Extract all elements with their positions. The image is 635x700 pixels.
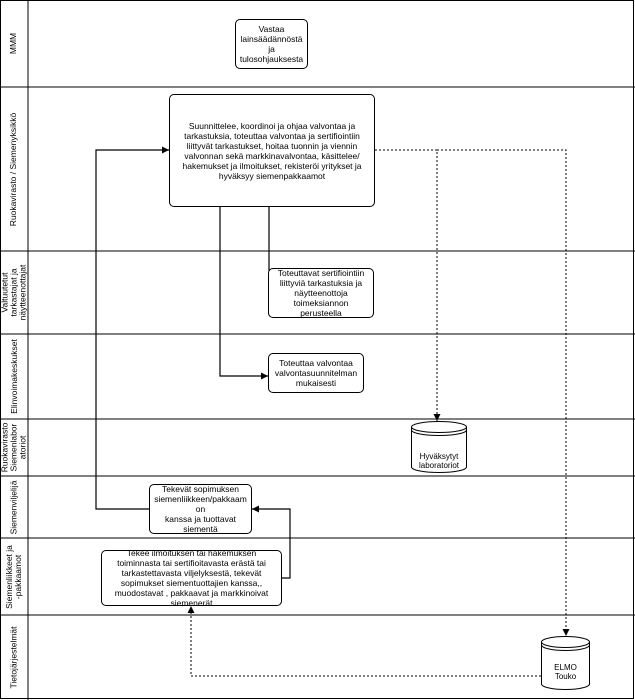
lane-label-ruokavirasto: Ruokavirasto / Siemenyksikkö	[8, 112, 19, 226]
lane-label-tietojarjestelmat: Tietojärjestelmät	[8, 626, 19, 689]
elmo-label: ELMO Touko	[554, 663, 577, 681]
elmo-database: ELMO Touko	[541, 636, 590, 690]
connector-viljelija-to-ruokavirasto	[95, 146, 169, 510]
viljelija-box: Tekevät sopimuksen siemenliikkeen/pakkaa…	[149, 484, 252, 534]
lane-label-siemenliikkeet: Siemenliikkeet ja -pakkaamot	[4, 544, 23, 609]
lane-label-laboratoriot: Ruokavirasto Siemenlabor atoriot	[0, 422, 28, 473]
elinvoima-box: Toteuttaa valvontaa valvontasuunnitelman…	[268, 353, 364, 393]
mmm-box: Vastaa lainsäädännöstä ja tulosohjaukses…	[235, 19, 308, 69]
lane-label-elinvoimakeskukset: Elinvoimakeskukset	[8, 339, 19, 414]
valtuutetut-box: Toteuttavat sertifiointiin liittyviä tar…	[268, 268, 374, 318]
connector-ruokavirasto-elmo	[437, 149, 570, 636]
laboratoriot-database: Hyväksytyt laboratoriot	[411, 421, 467, 473]
ruokavirasto-box: Suunnittelee, koordinoi ja ohjaa valvont…	[169, 94, 375, 207]
connector-ruokavirasto-laboratoriot	[368, 146, 441, 421]
connector-ruokavirasto-elinvoima	[216, 200, 268, 380]
laboratoriot-label: Hyväksytyt laboratoriot	[418, 452, 460, 470]
database-icon	[411, 421, 467, 473]
database-icon	[541, 636, 590, 690]
siemenliike-box: Tekee ilmoituksen tai hakemuksen toiminn…	[101, 548, 282, 608]
connector-siemenliike-viljelija	[252, 505, 291, 582]
lane-label-mmm: MMM	[8, 32, 19, 55]
lane-label-siemenviljelijat: Siemenviljelijä	[8, 480, 19, 534]
lane-label-valtuutetut: Valtuutetut tarkastajat ja näytteenottaj…	[0, 264, 28, 321]
connector-elmo-to-siemenliike	[187, 606, 541, 677]
